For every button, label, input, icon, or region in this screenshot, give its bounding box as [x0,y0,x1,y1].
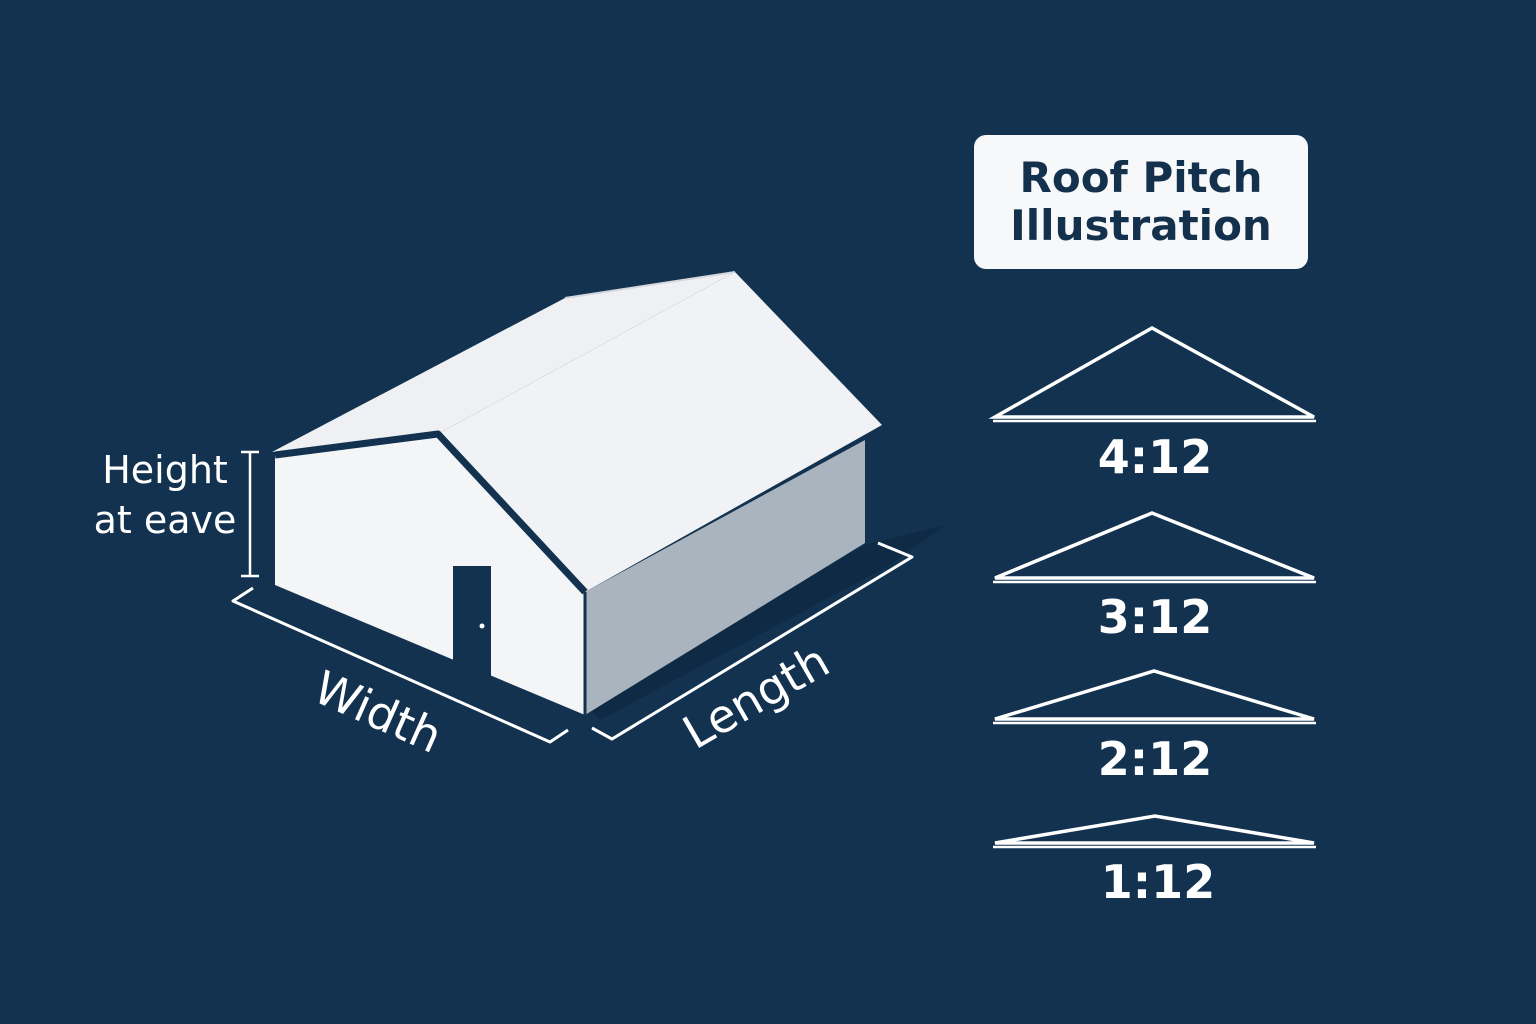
length-dimension-line [591,541,914,741]
door-knob [479,623,485,629]
side-wall [585,440,865,715]
front-gable-wall [275,434,585,715]
height-label-line-1: Height [102,448,228,492]
pitch-triangle-2-12 [993,669,1316,725]
title-card: Roof Pitch Illustration [974,135,1308,269]
width-label: Width [306,660,450,764]
pitch-label-4-12: 4:12 [1097,430,1213,484]
pitch-label-3-12: 3:12 [1097,590,1213,644]
width-dimension-line [231,586,569,744]
height-label-line-2: at eave [93,498,237,542]
pitch-triangle-outline [988,325,1315,419]
building-shadow [585,525,945,720]
height-at-eave-label: Height at eave [80,445,250,545]
title-line-2: Illustration [1010,201,1272,250]
height-dimension-bracket [241,450,259,578]
pitch-triangle-4-12 [988,325,1316,423]
roof-near-slope [438,272,882,592]
title-line-1: Roof Pitch [1019,153,1263,202]
door-bottom [453,660,491,690]
pitch-label-2-12: 2:12 [1097,732,1213,786]
roof-ridge-line [564,271,736,299]
pitch-triangle-1-12 [993,814,1316,849]
pitch-triangle-outline [994,669,1315,721]
pitch-triangle-outline [994,814,1315,845]
pitch-triangle-3-12 [993,511,1316,584]
pitch-triangle-outline [994,511,1315,580]
roof-far-slope [272,272,735,452]
pitch-label-1-12: 1:12 [1100,855,1216,909]
roof-eave-edge [274,430,588,595]
